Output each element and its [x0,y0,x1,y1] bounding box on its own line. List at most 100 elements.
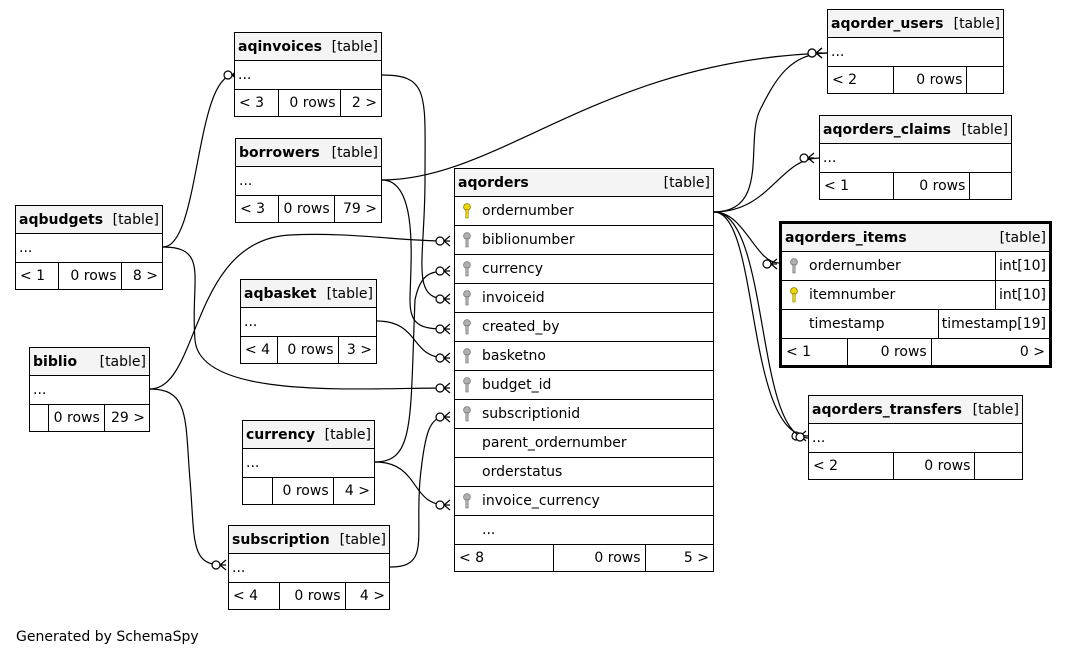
children-count[interactable]: 29 > [111,410,145,426]
children-count[interactable]: 4 > [359,588,385,604]
column-row[interactable]: invoice_currency [455,487,713,516]
column-row[interactable]: ... [820,144,1011,173]
table-name[interactable]: currency [246,426,315,443]
table-aqorders-claims[interactable]: aqorders_claims [table] ... < 1 0 rows [819,115,1012,200]
table-name[interactable]: aqorders_items [785,229,907,246]
table-name[interactable]: aqbudgets [19,211,104,228]
table-header[interactable]: aqbudgets [table] [16,206,162,234]
children-count[interactable]: 79 > [343,201,377,217]
column-row[interactable]: ... [235,61,381,90]
relationship-line[interactable] [389,416,447,568]
column-row[interactable]: basketno [455,342,713,371]
children-count[interactable]: 3 > [346,342,372,358]
column-row[interactable]: orderstatus [455,458,713,487]
table-header[interactable]: aqinvoices [table] [235,33,381,61]
relationship-line[interactable] [713,211,780,264]
table-name[interactable]: aqorder_users [831,15,944,32]
children-count[interactable]: 5 > [683,550,709,566]
table-borrowers[interactable]: borrowers [table] ... < 3 0 rows 79 > [235,138,382,223]
table-aqbasket[interactable]: aqbasket [table] ... < 4 0 rows 3 > [240,279,377,364]
table-aqbudgets[interactable]: aqbudgets [table] ... < 1 0 rows 8 > [15,205,163,290]
table-name[interactable]: aqorders [458,174,529,191]
table-header[interactable]: subscription [table] [229,526,389,554]
children-count[interactable]: 2 > [351,95,377,111]
table-header[interactable]: aqorders [table] [455,169,713,197]
relationship-line[interactable] [381,74,447,300]
parents-count[interactable] [243,478,273,504]
relationship-line[interactable] [149,388,223,566]
table-header[interactable]: aqorders_items [table] [782,224,1049,252]
table-name[interactable]: aqinvoices [238,38,322,55]
column-row[interactable]: ... [30,376,149,405]
table-header[interactable]: currency [table] [243,421,374,449]
children-count[interactable] [970,173,1011,199]
parents-count[interactable]: < 1 [820,173,895,199]
parents-count[interactable]: < 3 [235,90,280,116]
table-aqorders-transfers[interactable]: aqorders_transfers [table] ... < 2 0 row… [808,395,1023,480]
column-row[interactable]: ... [16,234,162,263]
column-row[interactable]: ... [455,516,713,545]
table-name[interactable]: aqorders_claims [823,121,952,138]
relationship-line[interactable] [374,461,447,506]
relationship-line[interactable] [713,52,828,213]
relationship-line[interactable] [713,157,820,213]
table-header[interactable]: borrowers [table] [236,139,381,167]
column-row[interactable]: subscriptionid [455,400,713,429]
table-header[interactable]: aqorders_claims [table] [820,116,1011,144]
column-row[interactable]: created_by [455,313,713,342]
parents-count[interactable]: < 1 [16,263,60,289]
table-currency[interactable]: currency [table] ... 0 rows 4 > [242,420,375,505]
parents-count[interactable] [30,405,49,431]
column-row[interactable]: parent_ordernumber [455,429,713,458]
table-header[interactable]: aqorders_transfers [table] [809,396,1022,424]
relationship-line[interactable] [381,52,828,181]
children-count[interactable] [975,453,1022,479]
table-aqinvoices[interactable]: aqinvoices [table] ... < 3 0 rows 2 > [234,32,382,117]
relationship-line[interactable] [162,246,447,390]
table-aqorders[interactable]: aqorders [table] ordernumber biblionumbe… [454,168,714,572]
relationship-line[interactable] [162,74,235,248]
table-header[interactable]: aqorder_users [table] [828,10,1003,38]
column-row[interactable]: ... [241,308,376,337]
table-aqorder-users[interactable]: aqorder_users [table] ... < 2 0 rows [827,9,1004,94]
parents-count[interactable]: < 1 [782,339,848,365]
parents-count[interactable]: < 2 [809,453,895,479]
relationship-line[interactable] [149,233,447,390]
relationship-line[interactable] [381,179,447,330]
children-count[interactable]: 0 > [1019,344,1045,360]
table-name[interactable]: borrowers [239,144,320,161]
table-subscription[interactable]: subscription [table] ... < 4 0 rows 4 > [228,525,390,610]
relationship-line[interactable] [713,211,809,437]
column-row[interactable]: ... [229,554,389,583]
column-row[interactable]: ordernumber [455,197,713,226]
relationship-line[interactable] [713,211,809,439]
table-header[interactable]: aqbasket [table] [241,280,376,308]
children-count[interactable] [967,67,1003,93]
relationship-line[interactable] [374,270,447,463]
parents-count[interactable]: < 4 [229,583,281,609]
relationship-line[interactable] [376,320,447,359]
column-row[interactable]: ... [828,38,1003,67]
children-count[interactable]: 4 > [344,483,371,499]
table-header[interactable]: biblio [table] [30,348,149,376]
parents-count[interactable]: < 4 [241,337,279,363]
parents-count[interactable]: < 2 [828,67,895,93]
parents-count[interactable]: < 3 [236,196,280,222]
table-name[interactable]: aqorders_transfers [812,401,962,418]
column-row[interactable]: ... [236,167,381,196]
column-row[interactable]: biblionumber [455,226,713,255]
table-biblio[interactable]: biblio [table] ... 0 rows 29 > [29,347,150,432]
column-row[interactable]: invoiceid [455,284,713,313]
table-name[interactable]: subscription [232,531,330,548]
table-name[interactable]: aqbasket [244,285,317,302]
column-row[interactable]: currency [455,255,713,284]
column-row[interactable]: budget_id [455,371,713,400]
children-count[interactable]: 8 > [132,268,158,284]
column-row[interactable]: ... [809,424,1022,453]
table-name[interactable]: biblio [33,353,78,370]
column-row[interactable]: ... [243,449,374,478]
